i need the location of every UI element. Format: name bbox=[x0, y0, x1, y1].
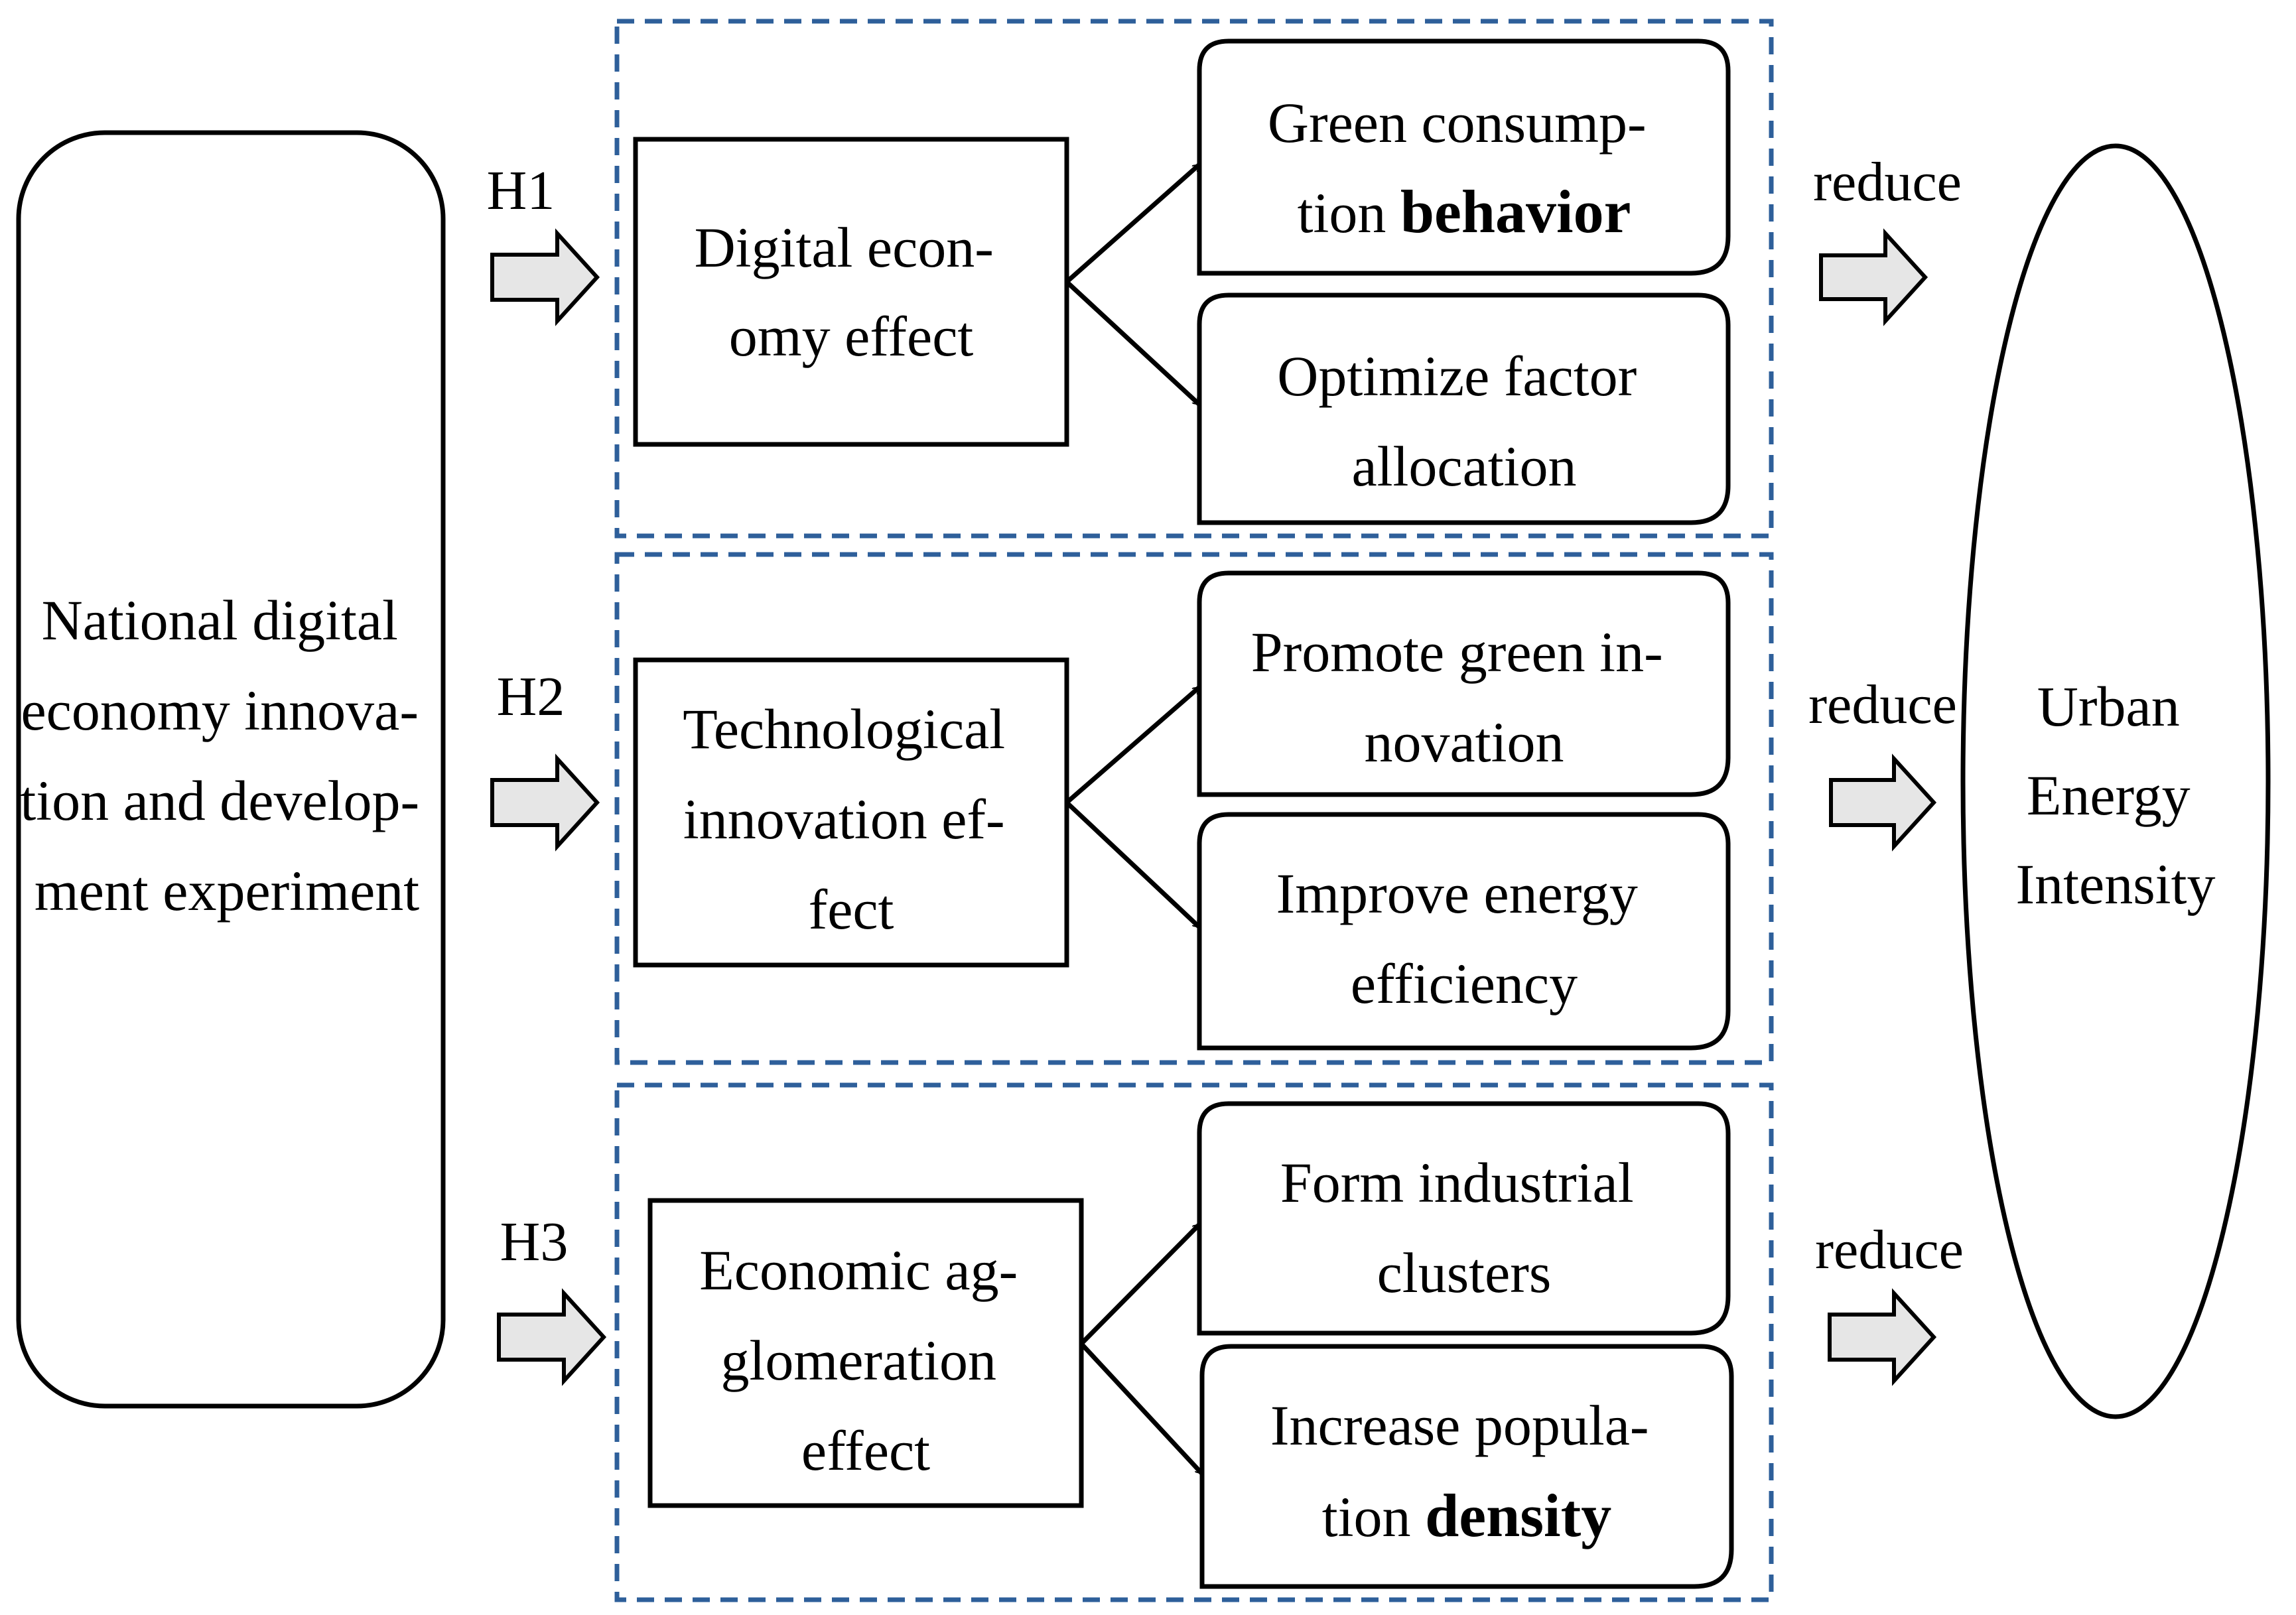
branch-arrow-h3-up bbox=[1079, 1222, 1201, 1346]
outcome-box-h2-2 bbox=[1197, 812, 1731, 1051]
result-label-h3: reduce bbox=[1815, 1219, 1964, 1281]
effect-box-h3 bbox=[647, 1198, 1084, 1508]
block-arrow-h3 bbox=[497, 1288, 607, 1386]
outcome-label-h3-2: Increase popula- tion density bbox=[1270, 1393, 1663, 1549]
outcome-box-h3-1 bbox=[1197, 1101, 1731, 1336]
block-arrow-h1 bbox=[490, 228, 600, 326]
block-arrow-h2 bbox=[490, 753, 600, 852]
effect-box-h2 bbox=[633, 657, 1069, 968]
effect-label-h2: Technological innovation ef- fect bbox=[683, 697, 1019, 941]
block-arrow-result-h2 bbox=[1829, 753, 1937, 852]
effect-label-h3: Economic ag- glomeration effect bbox=[699, 1238, 1032, 1482]
branch-arrow-h1-up bbox=[1065, 162, 1201, 284]
branch-arrow-h2-down bbox=[1065, 801, 1201, 929]
outcome-box-h3-2 bbox=[1199, 1344, 1734, 1589]
hypothesis-label-h2: H2 bbox=[497, 666, 565, 728]
group-h2-dashed-frame bbox=[614, 552, 1774, 1065]
group-h3: H3 Economic ag- glomeration effect Form … bbox=[497, 1082, 1964, 1602]
group-h2: H2 Technological innovation ef- fect Pro… bbox=[490, 552, 1957, 1065]
branch-arrow-h1-down bbox=[1065, 280, 1201, 407]
group-h1-dashed-frame bbox=[614, 19, 1774, 539]
outcome-label-h2-1: Promote green in- novation bbox=[1251, 620, 1677, 774]
outcome-label-h1-1: Green consump- tion behavior bbox=[1268, 91, 1660, 245]
source-box bbox=[16, 130, 446, 1409]
outcome-box-h2-1 bbox=[1197, 570, 1731, 797]
source-node: National digital economy innova- tion an… bbox=[16, 130, 446, 1409]
outcome-box-h1-2 bbox=[1197, 292, 1731, 525]
branch-arrow-h3-down bbox=[1079, 1342, 1204, 1476]
effect-box-h1 bbox=[633, 137, 1069, 447]
effect-label-h1: Digital econ- omy effect bbox=[695, 216, 1008, 368]
target-node: Urban Energy Intensity bbox=[1960, 143, 2271, 1419]
block-arrow-result-h3 bbox=[1828, 1288, 1937, 1386]
hypothesis-label-h3: H3 bbox=[500, 1211, 569, 1273]
block-arrow-result-h1 bbox=[1819, 228, 1928, 326]
result-label-h1: reduce bbox=[1813, 151, 1962, 213]
hypothesis-label-h1: H1 bbox=[487, 160, 555, 222]
branch-arrow-h2-up bbox=[1065, 685, 1201, 805]
target-ellipse bbox=[1960, 143, 2271, 1419]
target-label: Urban Energy Intensity bbox=[2016, 675, 2216, 916]
outcome-label-h3-1: Form industrial clusters bbox=[1280, 1151, 1648, 1305]
outcome-label-h2-2: Improve energy efficiency bbox=[1276, 862, 1653, 1015]
group-h1: H1 Digital econ- omy effect Green consum… bbox=[487, 19, 1962, 539]
outcome-box-h1-1 bbox=[1197, 38, 1731, 276]
group-h3-dashed-frame bbox=[614, 1082, 1774, 1602]
outcome-label-h1-2: Optimize factor allocation bbox=[1277, 344, 1651, 498]
result-label-h2: reduce bbox=[1808, 674, 1957, 736]
source-label: National digital economy innova- tion an… bbox=[20, 588, 433, 923]
